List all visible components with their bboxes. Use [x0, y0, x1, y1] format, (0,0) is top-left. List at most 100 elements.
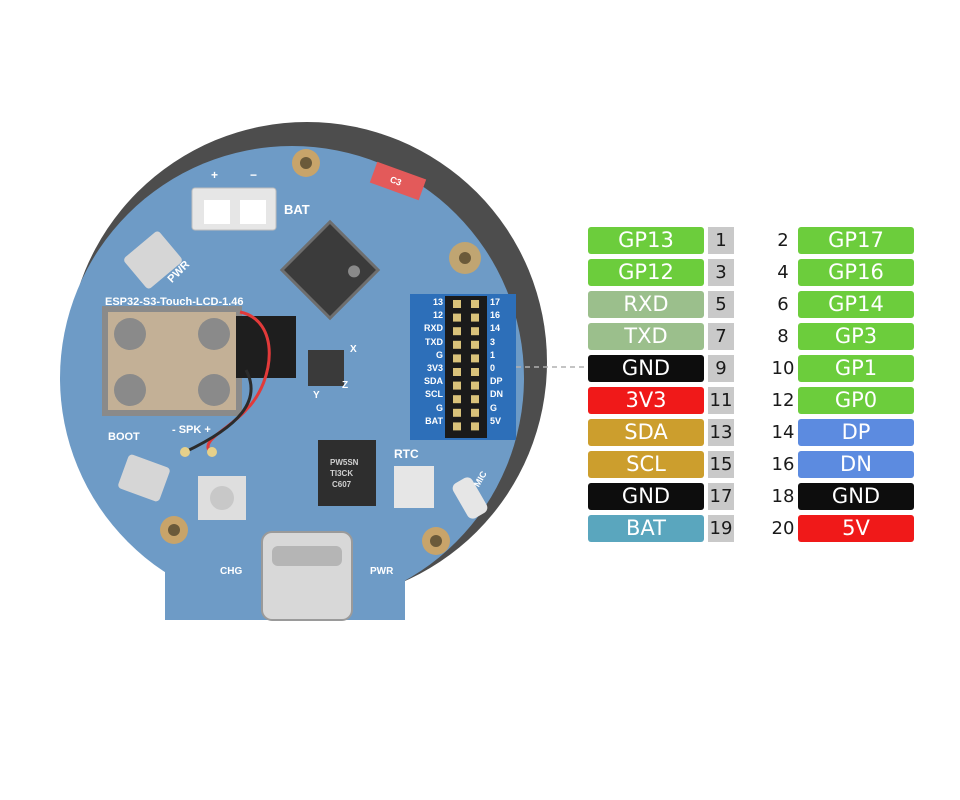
usb-c-connector [261, 531, 353, 621]
header-pin [471, 340, 479, 349]
esp32-chip [279, 219, 381, 321]
silk-connector-plus: + [211, 168, 219, 182]
flash-chip [236, 316, 296, 378]
pin-right-label: 5V [798, 515, 914, 542]
header-right-label: G [490, 402, 498, 413]
board-model-label: ESP32-S3-Touch-LCD-1.46 [105, 296, 244, 308]
header-pin [453, 340, 461, 349]
pin-left-label: GND [588, 355, 704, 382]
pin-right-number: 16 [771, 454, 795, 475]
pin-right-label: DP [798, 419, 914, 446]
pin-left-label: GP13 [588, 227, 704, 254]
pin-right-label: GP14 [798, 291, 914, 318]
pin-left-label: GND [588, 483, 704, 510]
pin-right-label: GP3 [798, 323, 914, 350]
header-pin [471, 422, 479, 431]
pin-left-number: 7 [708, 323, 734, 350]
pin-right-label: GP1 [798, 355, 914, 382]
silk-spk: - SPK + [172, 424, 211, 436]
silk-boot: BOOT [108, 431, 140, 443]
pin-left-number: 13 [708, 419, 734, 446]
silk-axis-z: Z [342, 380, 349, 391]
header-right-label: 17 [490, 297, 501, 307]
pin-right-number: 6 [777, 294, 789, 315]
silk-axis-x: X [350, 344, 357, 355]
silk-chg: CHG [220, 566, 243, 577]
header-pin [471, 354, 479, 363]
header-pin [453, 408, 461, 417]
header-right-label: DP [490, 376, 503, 387]
c3-component [369, 161, 427, 201]
pin-left-label: RXD [588, 291, 704, 318]
pin-right-label: GND [798, 483, 914, 510]
pin-right-number: 20 [771, 518, 795, 539]
pin-right-number: 18 [771, 486, 795, 507]
header-pin [453, 381, 461, 390]
pin-left-label: BAT [588, 515, 704, 542]
header-left-label: G [435, 402, 443, 413]
imu-chip [308, 350, 344, 386]
header-right-label: 5V [490, 415, 502, 426]
pin-right-number: 2 [777, 230, 789, 251]
silk-bat: BAT [284, 202, 310, 217]
header-pin [453, 422, 461, 431]
pin-left-label: 3V3 [588, 387, 704, 414]
pin-left-label: SCL [588, 451, 704, 478]
pin-left-number: 3 [708, 259, 734, 286]
header-left-label: G [435, 349, 443, 360]
header-pin [471, 313, 479, 322]
rtc-connector [394, 466, 434, 508]
usb-bridge-chip [318, 440, 376, 506]
silk-rtc: RTC [394, 447, 419, 461]
silk-connector-minus: − [250, 168, 258, 182]
speaker-wire-black [184, 369, 253, 454]
header-pin [471, 395, 479, 404]
pin-right-number: 8 [777, 326, 789, 347]
header-pin [471, 381, 479, 390]
header-left-label: SCL [425, 389, 443, 400]
silk-axis-y: Y [313, 390, 320, 401]
header-pin [453, 395, 461, 404]
header-right-label: 1 [490, 349, 496, 360]
pin-right-number: 10 [771, 358, 795, 379]
header-left-label: 13 [432, 297, 443, 307]
header-pin [471, 408, 479, 417]
header-pin [471, 327, 479, 336]
pin-left-number: 5 [708, 291, 734, 318]
gpio-header-pins [445, 296, 487, 438]
header-pin [453, 354, 461, 363]
header-pin [453, 300, 461, 308]
usb-chip-text-3: C607 [332, 480, 352, 489]
mic [452, 477, 488, 519]
header-right-label: 16 [490, 310, 501, 321]
pin-right-label: DN [798, 451, 914, 478]
pin-left-number: 1 [708, 227, 734, 254]
boot-button [118, 454, 170, 502]
header-right-label: DN [490, 389, 503, 400]
header-pin [453, 327, 461, 336]
pin-left-label: TXD [588, 323, 704, 350]
pin-left-label: SDA [588, 419, 704, 446]
header-pin [453, 313, 461, 322]
pin-left-number: 17 [708, 483, 734, 510]
pin-right-label: GP17 [798, 227, 914, 254]
header-left-label: TXD [425, 336, 443, 347]
pin-right-label: GP0 [798, 387, 914, 414]
header-pin [471, 368, 479, 376]
header-left-label: 12 [432, 310, 443, 321]
header-left-label: BAT [425, 415, 443, 426]
pin-left-number: 9 [708, 355, 734, 382]
silk-pwr-bottom: PWR [370, 566, 394, 577]
pwr-button [124, 231, 182, 289]
header-left-label: RXD [423, 323, 443, 334]
pin-right-label: GP16 [798, 259, 914, 286]
usb-chip-text-2: TI3CK [330, 469, 354, 478]
header-right-label: 0 [490, 363, 496, 373]
